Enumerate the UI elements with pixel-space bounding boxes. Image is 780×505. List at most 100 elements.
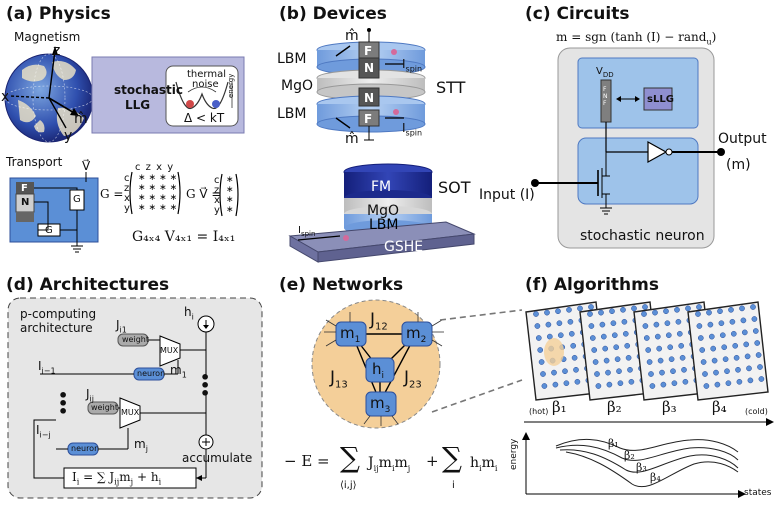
sum-symbol-1: ∑ bbox=[340, 441, 360, 474]
m-hat-top: m̂ bbox=[345, 28, 359, 44]
jij-label: Jij bbox=[86, 387, 94, 404]
axis-x-label: x bbox=[1, 89, 10, 105]
n-top-label: N bbox=[364, 61, 375, 75]
weight1-label: weight bbox=[122, 335, 149, 344]
energy-lhs: − E = bbox=[284, 452, 330, 470]
ispin-sot-label: Ispin bbox=[298, 225, 316, 238]
matrix-row-z: z bbox=[124, 183, 130, 194]
i-minus-j-label: Ii−j bbox=[36, 423, 51, 440]
g-block-right: G bbox=[73, 194, 81, 205]
i-minus-1-label: Ii−1 bbox=[38, 359, 56, 376]
beta-4-label: β₄ bbox=[712, 398, 727, 416]
neuron2-label: neuron bbox=[71, 444, 100, 453]
beta-3-label: β₃ bbox=[662, 398, 677, 416]
matrix-row-y: y bbox=[124, 203, 130, 214]
gv-lhs: G V⃗ = bbox=[186, 187, 222, 201]
lbm-sot-label: LBM bbox=[369, 217, 399, 233]
m-hat-label: m̂ bbox=[74, 111, 88, 127]
hi-label-d: hi bbox=[184, 305, 194, 322]
mgo-label: MgO bbox=[281, 78, 313, 94]
curve-label-beta4: β₄ bbox=[650, 471, 661, 484]
lattice-card-4 bbox=[687, 301, 769, 401]
energy-curve-beta-1 bbox=[555, 438, 739, 453]
f-layer-label: F bbox=[21, 183, 28, 194]
mj-label-d: mj bbox=[134, 437, 148, 454]
gv-row-z: z bbox=[214, 185, 220, 196]
gv-stars: ∗∗∗∗ bbox=[226, 175, 234, 215]
hot-label: (hot) bbox=[529, 407, 549, 416]
fm-label: FM bbox=[371, 179, 392, 195]
sum1-under: ⟨i,j⟩ bbox=[340, 480, 357, 491]
stt-label: STT bbox=[436, 78, 466, 97]
axis-z-label: z bbox=[53, 43, 61, 59]
gv-row-x: x bbox=[214, 195, 220, 206]
f-top-label: F bbox=[364, 44, 373, 58]
m-hat-bottom: m̂ bbox=[345, 131, 359, 147]
beta-1-label: β₁ bbox=[552, 398, 567, 416]
node-m2: m2 bbox=[406, 324, 427, 345]
edge-j13: J13 bbox=[330, 368, 348, 391]
n-layer-label: N bbox=[21, 197, 30, 208]
sum-symbol-2: ∑ bbox=[442, 441, 462, 474]
ispin-top-label: Ispin bbox=[402, 57, 423, 74]
panel-a-title: (a) Physics bbox=[6, 4, 111, 24]
mux2-label: MUX bbox=[121, 408, 140, 417]
v-vector-label: V⃗ bbox=[82, 159, 91, 173]
energy-curve-beta-4 bbox=[565, 451, 739, 488]
llg-title-line2: LLG bbox=[125, 98, 151, 112]
panel-e-title: (e) Networks bbox=[279, 275, 404, 295]
node-m1: m1 bbox=[340, 324, 361, 345]
sum-equation-d: Ii = ∑ Jijmj + hi bbox=[72, 470, 162, 487]
transport-label: Transport bbox=[6, 155, 63, 169]
matrix-lhs: G = bbox=[100, 187, 124, 201]
n-bottom-label: N bbox=[364, 91, 375, 105]
panel-d-title: (d) Architectures bbox=[6, 275, 170, 295]
stochastic-neuron-label: stochastic neuron bbox=[580, 228, 705, 244]
edge-j23: J23 bbox=[404, 368, 422, 391]
matrix-stars: ∗∗∗∗∗∗∗∗∗∗∗∗∗∗∗∗ bbox=[138, 173, 181, 213]
vdd-label: VDD bbox=[596, 66, 614, 79]
magnetism-label: Magnetism bbox=[14, 30, 81, 44]
circuit-equation: m = sgn (tanh (I) − randu) bbox=[556, 30, 717, 47]
output-m-label: (m) bbox=[726, 157, 751, 173]
gv-row-c: c bbox=[214, 175, 220, 186]
sllg-label: sLLG bbox=[647, 94, 674, 105]
gv-row-y: y bbox=[214, 205, 220, 216]
panel-f-title: (f) Algorithms bbox=[525, 275, 659, 295]
lbm-top-label: LBM bbox=[277, 51, 307, 67]
panel-b-title: (b) Devices bbox=[279, 4, 387, 24]
energy-curve-beta-3 bbox=[559, 449, 739, 473]
input-label: Input (I) bbox=[479, 187, 535, 203]
energy-curve-beta-2 bbox=[555, 444, 739, 461]
curve-label-beta3: β₃ bbox=[636, 461, 647, 474]
energy-plus: + bbox=[426, 452, 439, 470]
mgo-sot-label: MgO bbox=[367, 203, 399, 219]
arch-label-line2: architecture bbox=[20, 321, 93, 335]
panel-c-title: (c) Circuits bbox=[525, 4, 630, 24]
energy-term2: himi bbox=[470, 455, 498, 473]
cold-label: (cold) bbox=[745, 407, 768, 416]
beta-2-label: β₂ bbox=[607, 398, 622, 416]
transport-equation: G₄ₓ₄ V₄ₓ₁ = I₄ₓ₁ bbox=[132, 229, 236, 245]
sum2-under: i bbox=[452, 480, 455, 491]
energy-term1: Jijmimj bbox=[368, 455, 411, 473]
f-bottom-label: F bbox=[364, 112, 373, 126]
axis-y-label: y bbox=[64, 128, 73, 144]
arch-label-line1: p-computing bbox=[20, 307, 97, 321]
m1-label-d: m1 bbox=[170, 363, 187, 380]
g-block-bottom: G bbox=[45, 225, 53, 236]
lattice-highlight bbox=[544, 338, 564, 366]
matrix-row-c: c bbox=[124, 173, 130, 184]
states-axis-label: states bbox=[744, 488, 772, 498]
llg-title-line1: stochastic bbox=[114, 83, 183, 97]
matrix-row-x: x bbox=[124, 193, 130, 204]
curve-label-beta1: β₁ bbox=[608, 437, 619, 450]
thermal-noise-line1: thermal bbox=[187, 69, 226, 80]
